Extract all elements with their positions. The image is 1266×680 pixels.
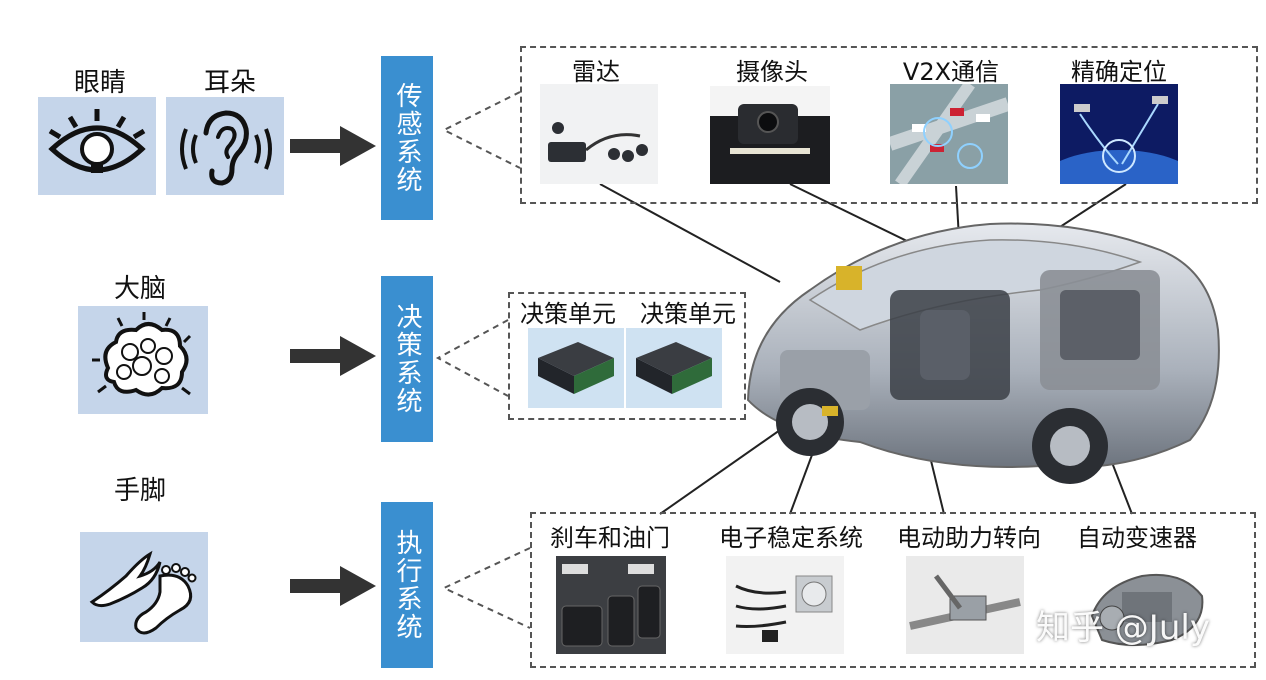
brain-icon-box	[78, 306, 208, 414]
radar-image	[540, 84, 658, 184]
limbs-icon-box	[80, 532, 208, 642]
ear-icon	[180, 110, 272, 186]
brake-throttle-image	[556, 556, 666, 654]
arrow-right-icon	[290, 126, 376, 166]
decision-unit-image	[626, 328, 722, 408]
label-decision-unit-2: 决策单元	[640, 300, 736, 328]
label-camera: 摄像头	[736, 58, 808, 86]
label-esc: 电子稳定系统	[719, 524, 863, 552]
decision-system-box: 决策系统	[381, 276, 433, 442]
execution-system-box: 执行系统	[381, 502, 433, 668]
v2x-image	[890, 84, 1008, 184]
label-decision-unit-1: 决策单元	[520, 300, 616, 328]
label-eyes: 眼睛	[73, 68, 126, 98]
decision-unit-image	[528, 328, 624, 408]
esc-image	[726, 556, 844, 654]
eye-icon-box	[38, 97, 156, 195]
eye-icon	[48, 109, 146, 173]
label-positioning: 精确定位	[1071, 58, 1167, 86]
sensing-components-box	[520, 46, 1258, 204]
arrow-right-icon	[290, 566, 376, 606]
label-eps: 电动助力转向	[897, 524, 1041, 552]
decision-components-box	[508, 292, 746, 420]
camera-image	[710, 86, 830, 184]
eps-image	[906, 556, 1024, 654]
positioning-image	[1060, 84, 1178, 184]
label-transmission: 自动变速器	[1077, 524, 1197, 552]
transmission-image	[1082, 556, 1212, 656]
hand-foot-icon	[89, 550, 197, 635]
label-ears: 耳朵	[203, 68, 256, 98]
brain-icon	[92, 312, 192, 397]
label-radar: 雷达	[572, 58, 620, 86]
execution-components-box	[530, 512, 1256, 668]
ear-icon-box	[166, 97, 284, 195]
label-brain: 大脑	[113, 274, 166, 304]
label-limbs: 手脚	[113, 476, 166, 506]
sensing-system-box: 传感系统	[381, 56, 433, 220]
arrow-right-icon	[290, 336, 376, 376]
label-v2x: V2X通信	[902, 58, 1000, 86]
car-cutaway-image	[746, 222, 1220, 484]
label-brake-throttle: 刹车和油门	[550, 524, 670, 552]
watermark: 知乎 @July	[1036, 608, 1210, 648]
